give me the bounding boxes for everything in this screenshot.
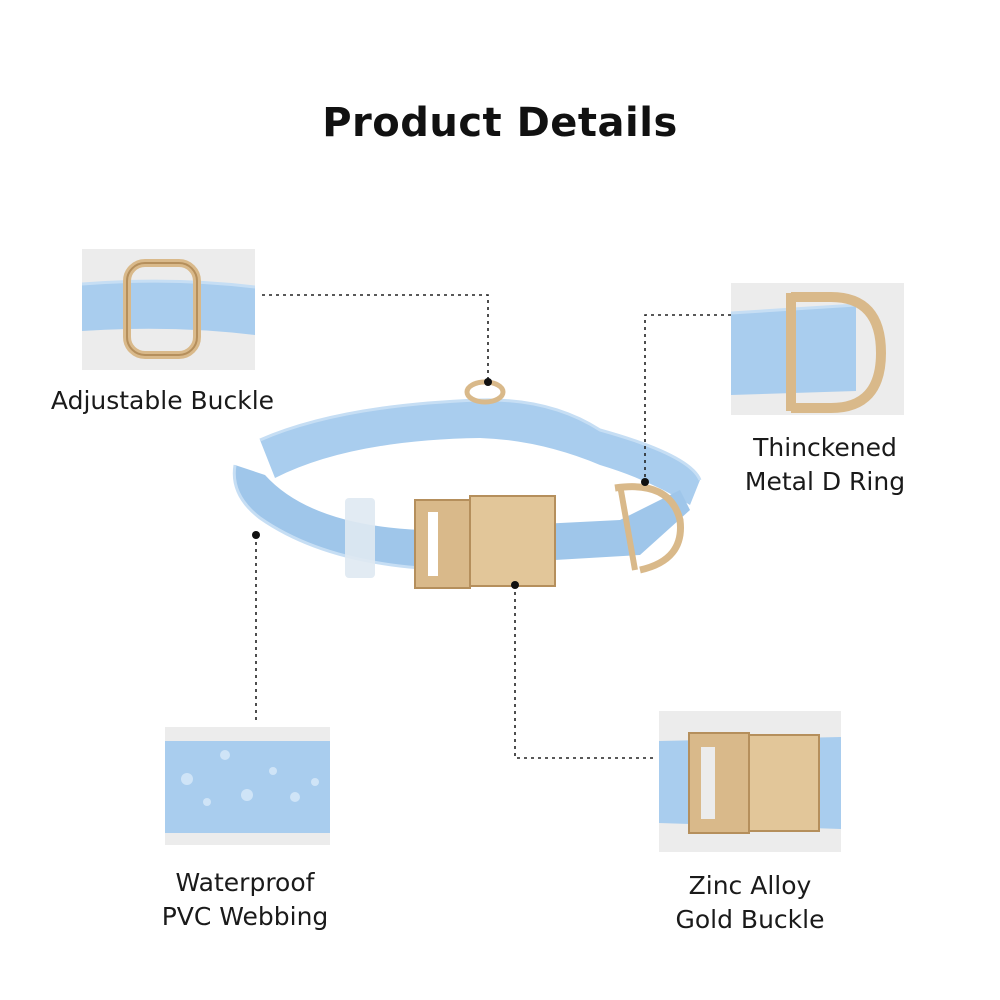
webbing-label: Waterproof PVC Webbing [120, 866, 370, 934]
gold-buckle-label-line-1: Zinc Alloy [688, 871, 812, 900]
leader-line-adjustable-buckle [262, 294, 489, 382]
gold-buckle-label-line-2: Gold Buckle [675, 905, 825, 934]
gold-buckle-label: Zinc Alloy Gold Buckle [620, 869, 880, 937]
gold-buckle-thumbnail [659, 711, 841, 852]
collar-product-image [220, 370, 720, 600]
d-ring-label-line-1: Thinckened [753, 433, 897, 462]
d-ring-image [731, 283, 904, 415]
webbing-label-line-2: PVC Webbing [161, 902, 329, 931]
webbing-thumbnail [165, 727, 330, 845]
page-title: Product Details [322, 100, 678, 146]
adjustable-buckle-thumbnail [82, 249, 255, 370]
leader-line-gold-buckle [514, 585, 655, 759]
adjustable-buckle-image [82, 249, 255, 370]
d-ring-thumbnail [731, 283, 904, 415]
collar-illustration [232, 379, 702, 589]
webbing-image [165, 727, 330, 845]
adjustable-buckle-label: Adjustable Buckle [30, 384, 295, 418]
d-ring-label-line-2: Metal D Ring [744, 467, 906, 496]
webbing-label-line-1: Waterproof [175, 868, 315, 897]
gold-buckle-image [659, 711, 841, 852]
adjustable-buckle-label-line-1: Adjustable Buckle [50, 386, 275, 415]
d-ring-label: Thinckened Metal D Ring [700, 431, 950, 499]
